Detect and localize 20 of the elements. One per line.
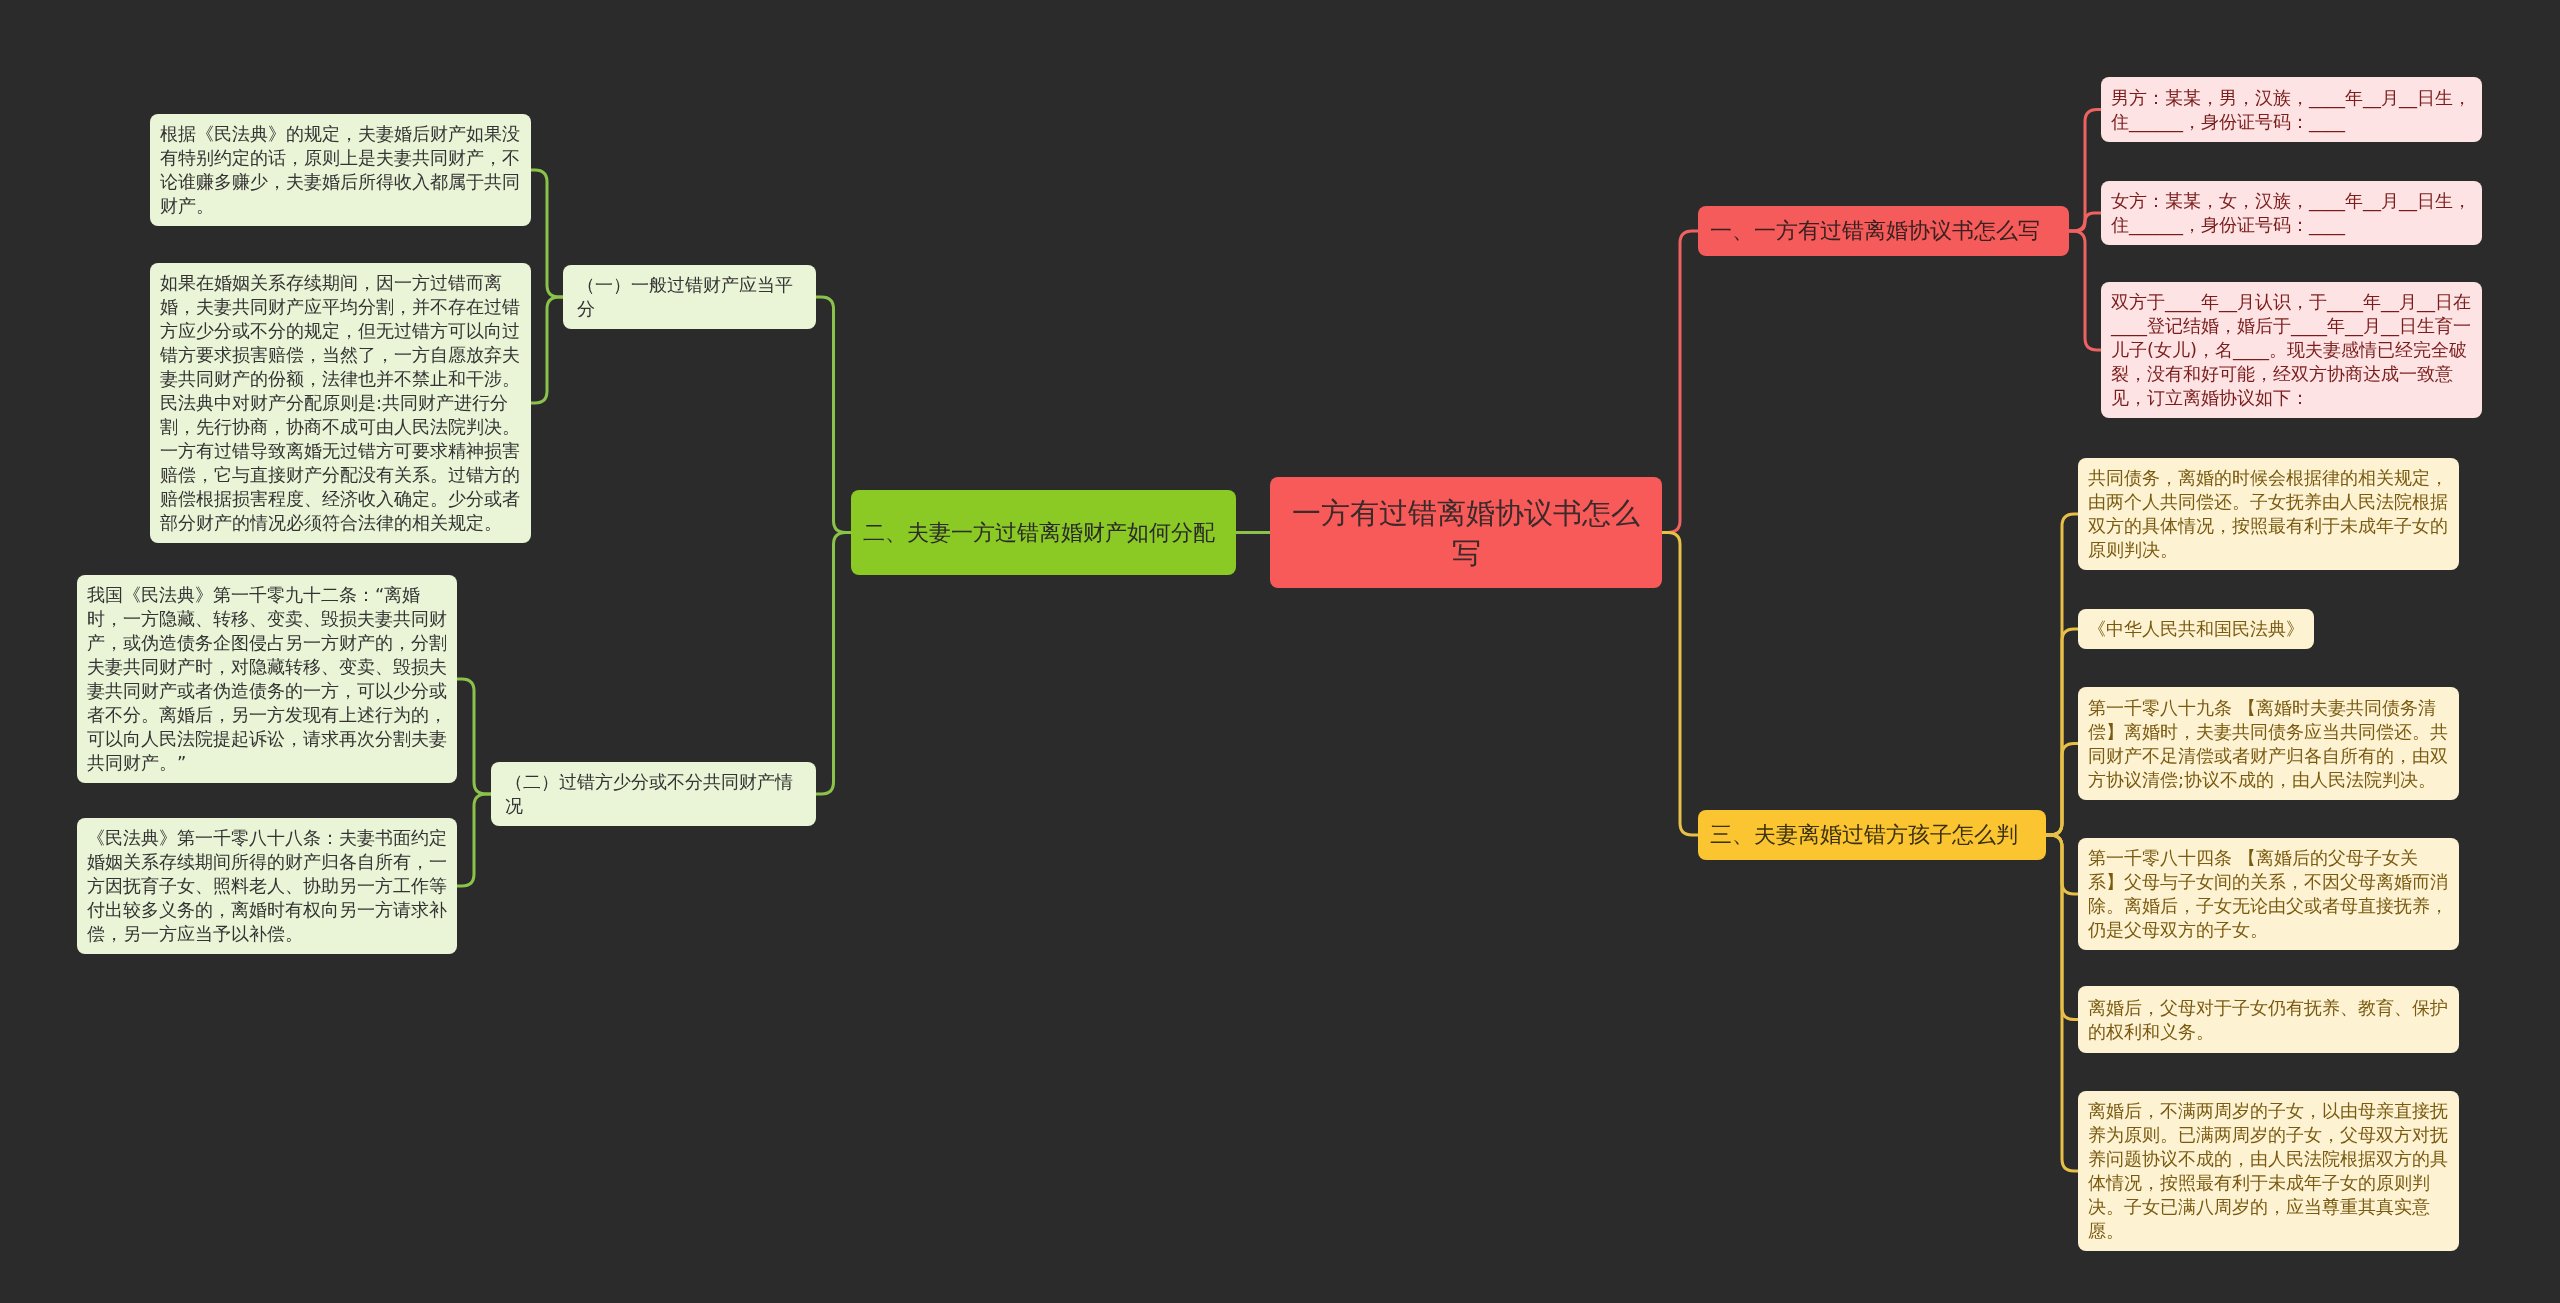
subtopic-box: 离婚后，父母对于子女仍有抚养、教育、保护的权利和义务。 bbox=[2078, 986, 2459, 1053]
subtopic-box: 《民法典》第一千零八十八条：夫妻书面约定婚姻关系存续期间所得的财产归各自所有，一方因抚育子女、照料老人、协助另一方工作等付出较多义务的，离婚时有权向另一方请求补偿，另一方应当予以补偿。 bbox=[77, 818, 457, 954]
connector-line bbox=[1236, 531, 1270, 534]
subtopic-box: 《中华人民共和国民法典》 bbox=[2078, 609, 2314, 649]
subtopic-box: （一）一般过错财产应当平分 bbox=[563, 265, 816, 329]
subtopic-box: 共同债务，离婚的时候会根据律的相关规定，由两个人共同偿还。子女抚养由人民法院根据双方的具体情况，按照最有利于未成年子女的原则判决。 bbox=[2078, 458, 2459, 570]
branch-topic-box: 一、一方有过错离婚协议书怎么写 bbox=[1698, 206, 2069, 256]
subtopic-box: 我国《民法典》第一千零九十二条：“离婚时，一方隐藏、转移、变卖、毁损夫妻共同财产，或伪造债务企图侵占另一方财产的，分割夫妻共同财产时，对隐藏转移、变卖、毁损夫妻共同财产或者伪造债务的一方，可以少分或者不分。离婚后，另一方发现有上述行为的，可以向人民法院提起诉讼，请求再次分割夫妻共同财产。” bbox=[77, 575, 457, 783]
branch-topic-box: 二、夫妻一方过错离婚财产如何分配 bbox=[851, 490, 1236, 575]
subtopic-box: （二）过错方少分或不分共同财产情况 bbox=[491, 762, 816, 826]
central-topic-box: 一方有过错离婚协议书怎么写 bbox=[1270, 477, 1662, 588]
subtopic-box: 离婚后，不满两周岁的子女，以由母亲直接抚养为原则。已满两周岁的子女，父母双方对抚养问题协议不成的，由人民法院根据双方的具体情况，按照最有利于未成年子女的原则判决。子女已满八周岁的，应当尊重其真实意愿。 bbox=[2078, 1091, 2459, 1251]
subtopic-box: 男方：某某，男，汉族，____年__月__日生，住______，身份证号码：____ bbox=[2101, 77, 2482, 142]
subtopic-box: 如果在婚姻关系存续期间，因一方过错而离婚，夫妻共同财产应平均分割，并不存在过错方应少分或不分的规定，但无过错方可以向过错方要求损害赔偿，当然了，一方自愿放弃夫妻共同财产的份额，法律也并不禁止和干涉。民法典中对财产分配原则是:共同财产进行分割，先行协商，协商不成可由人民法院判决。一方有过错导致离婚无过错方可要求精神损害赔偿，它与直接财产分配没有关系。过错方的赔偿根据损害程度、经济收入确定。少分或者部分财产的情况必须符合法律的相关规定。 bbox=[150, 263, 531, 543]
subtopic-box: 第一千零八十九条 【离婚时夫妻共同债务清偿】离婚时，夫妻共同债务应当共同偿还。共同财产不足清偿或者财产归各自所有的，由双方协议清偿;协议不成的，由人民法院判决。 bbox=[2078, 687, 2459, 800]
branch-topic-box: 三、夫妻离婚过错方孩子怎么判 bbox=[1698, 810, 2046, 860]
subtopic-box: 第一千零八十四条 【离婚后的父母子女关系】父母与子女间的关系，不因父母离婚而消除。离婚后，子女无论由父或者母直接抚养，仍是父母双方的子女。 bbox=[2078, 838, 2459, 950]
subtopic-box: 根据《民法典》的规定，夫妻婚后财产如果没有特别约定的话，原则上是夫妻共同财产，不论谁赚多赚少，夫妻婚后所得收入都属于共同财产。 bbox=[150, 114, 531, 226]
subtopic-box: 女方：某某，女，汉族，____年__月__日生，住______，身份证号码：____ bbox=[2101, 181, 2482, 245]
subtopic-box: 双方于____年__月认识，于____年__月__日在____登记结婚，婚后于____年__月__日生育一儿子(女儿)，名____。现夫妻感情已经完全破裂，没有和好可能，经双方协商达成一致意见，订立离婚协议如下： bbox=[2101, 282, 2482, 418]
